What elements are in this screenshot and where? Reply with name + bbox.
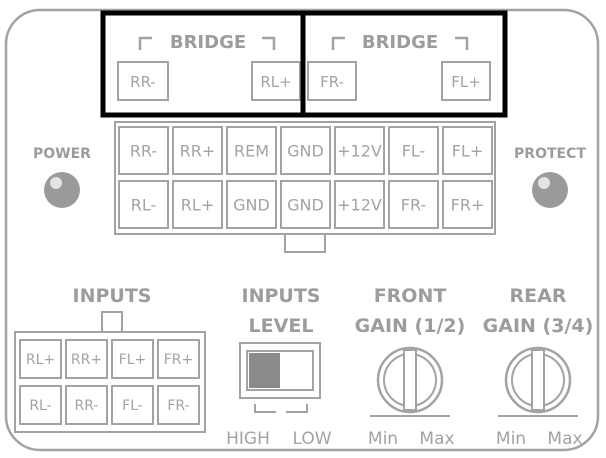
rear-gain-label-line1: REAR [510, 285, 567, 307]
main-terminal-rlplus [172, 180, 223, 229]
inputs-terminal-label: RL- [29, 398, 51, 414]
inputs-level-block: INPUTS LEVEL HIGH LOW [226, 285, 332, 449]
main-terminal-rlminus [118, 180, 169, 229]
bridge-terminal-label: FL+ [451, 73, 481, 91]
main-terminal-label: RL+ [181, 195, 214, 214]
main-terminal-label: GND [287, 195, 324, 214]
inputs-level-switch-track [246, 350, 314, 391]
bridge-left-label: BRIDGE [170, 32, 246, 53]
main-terminal-label: FL- [402, 141, 426, 160]
inputs-terminal-label: FR- [167, 398, 189, 414]
inputs-terminal-rrminus [65, 385, 108, 425]
bridge-right-group: BRIDGE FR- FL+ [307, 32, 491, 101]
main-terminal-label: +12V [337, 195, 382, 214]
inputs-connector-latch [101, 311, 123, 333]
main-terminal-rem [226, 126, 277, 175]
inputs-level-high-label: HIGH [226, 429, 270, 449]
inputs-terminal-label: RL+ [26, 352, 55, 368]
front-gain-knob-slot [403, 349, 417, 411]
main-terminal-gnd [280, 180, 331, 229]
inputs-terminal-rrplus [65, 339, 108, 379]
front-gain-label-line1: FRONT [374, 285, 447, 307]
rear-gain-knob[interactable] [498, 346, 578, 417]
bridge-left-bracket [138, 36, 276, 50]
inputs-terminal-label: RR- [75, 398, 99, 414]
bridge-terminal-label: FR- [320, 73, 344, 91]
main-terminal-flminus [388, 126, 439, 175]
main-terminal-label: RL- [131, 195, 157, 214]
main-terminal-gnd [280, 126, 331, 175]
inputs-terminal-rlminus [19, 385, 62, 425]
power-label: POWER [33, 146, 91, 162]
bridge-right-label: BRIDGE [362, 32, 438, 53]
bridge-terminal-rl-plus [251, 61, 301, 101]
rear-gain-label-line2: GAIN (3/4) [483, 315, 594, 337]
main-terminal-label: FR- [401, 195, 426, 214]
protect-label: PROTECT [514, 146, 586, 162]
bridge-terminal-rr-minus [117, 61, 169, 101]
main-terminal-gnd [226, 180, 277, 229]
panel-outline [4, 8, 600, 452]
bridge-terminal-label: RR- [130, 73, 156, 91]
bridge-right-highlight-box [300, 10, 508, 118]
rear-gain-block: REAR GAIN (3/4) Min Max [483, 285, 594, 449]
power-led-highlight [50, 177, 62, 189]
bridge-terminal-fr-minus [307, 61, 357, 101]
main-terminal-flplus [442, 126, 493, 175]
inputs-terminal-flplus [111, 339, 154, 379]
inputs-terminal-frplus [157, 339, 200, 379]
front-gain-label-line2: GAIN (1/2) [355, 315, 466, 337]
inputs-level-switch-housing [239, 342, 321, 399]
inputs-terminal-label: RR+ [71, 352, 102, 368]
inputs-level-label-line2: LEVEL [249, 315, 314, 337]
rear-gain-knob-slot [531, 349, 545, 411]
main-terminal-rrminus [118, 126, 169, 175]
inputs-terminal-label: FR+ [164, 352, 194, 368]
main-terminal-label: GND [287, 141, 324, 160]
main-connector: RR- RR+ REM GND +12V FL- FL+ RL- RL+ GND GND +12V F… [114, 121, 496, 253]
front-gain-min-label: Min [368, 429, 398, 449]
front-gain-knob[interactable] [370, 346, 450, 417]
main-terminal-plus12v [334, 180, 385, 229]
main-terminal-label: +12V [337, 141, 382, 160]
front-gain-block: FRONT GAIN (1/2) Min Max [355, 285, 466, 449]
inputs-level-label-line1: INPUTS [242, 285, 321, 307]
front-gain-max-label: Max [419, 429, 454, 449]
rear-gain-max-label: Max [547, 429, 582, 449]
main-terminal-frminus [388, 180, 439, 229]
main-terminal-frplus [442, 180, 493, 229]
main-terminal-plus12v [334, 126, 385, 175]
main-terminal-label: FL+ [452, 141, 484, 160]
main-connector-latch [284, 233, 326, 253]
rear-gain-min-label: Min [496, 429, 526, 449]
inputs-level-switch-slider[interactable] [249, 353, 280, 388]
inputs-level-position-marks [254, 404, 308, 413]
bridge-terminal-fl-plus [441, 61, 491, 101]
inputs-terminal-label: FL- [122, 398, 143, 414]
main-terminal-label: REM [234, 141, 269, 160]
protect-led-highlight [538, 177, 550, 189]
inputs-terminal-rlplus [19, 339, 62, 379]
inputs-terminal-frminus [157, 385, 200, 425]
protect-led [532, 172, 568, 208]
inputs-terminal-label: FL+ [119, 352, 147, 368]
main-terminal-label: FR+ [451, 195, 485, 214]
inputs-connector-outline [14, 331, 206, 433]
inputs-label: INPUTS [73, 285, 152, 307]
bridge-terminal-label: RL+ [260, 73, 291, 91]
power-led [44, 172, 80, 208]
inputs-terminal-flminus [111, 385, 154, 425]
main-terminal-label: RR+ [180, 141, 216, 160]
main-terminal-label: RR- [130, 141, 157, 160]
inputs-level-low-label: LOW [292, 429, 331, 449]
bridge-right-bracket [331, 36, 469, 50]
main-terminal-label: GND [233, 195, 270, 214]
inputs-block: INPUTS RL+ RR+ FL+ FR+ RL- RR- FL- FR- [14, 285, 206, 433]
bridge-left-group: BRIDGE RR- RL+ [117, 32, 301, 101]
main-terminal-rrplus [172, 126, 223, 175]
